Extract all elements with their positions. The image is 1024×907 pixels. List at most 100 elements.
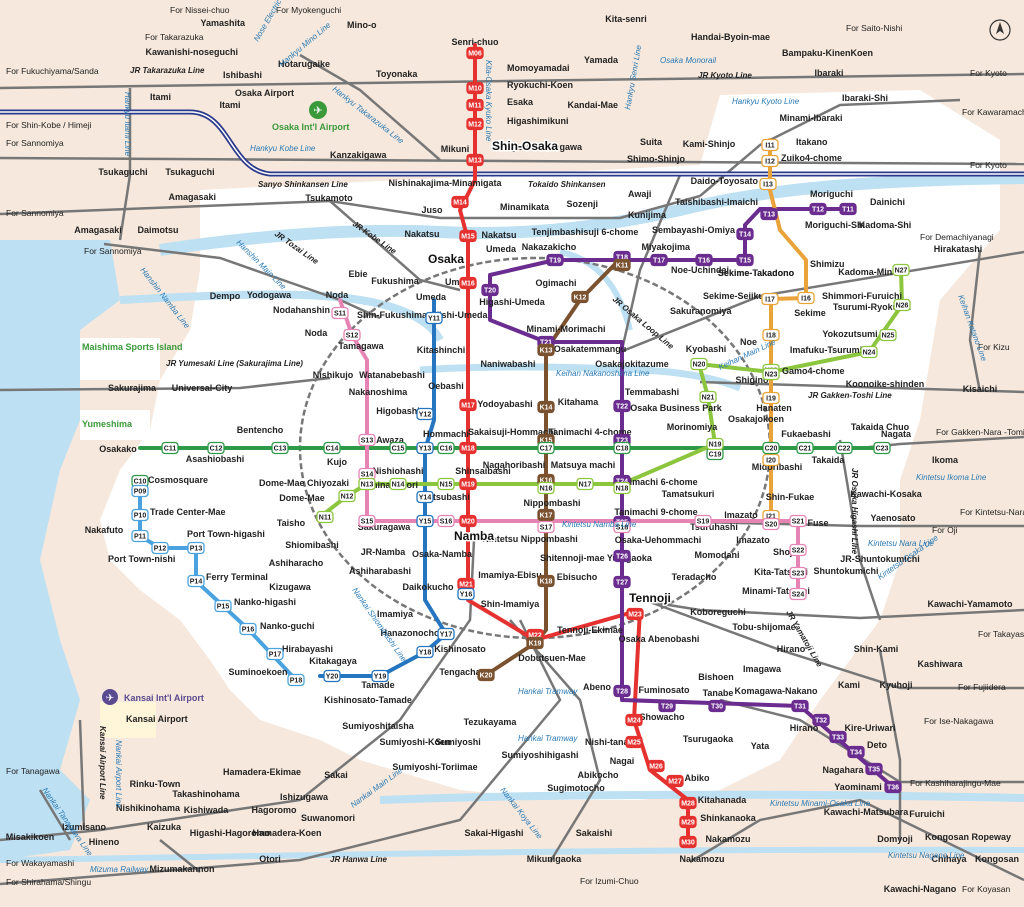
- station-code-badge: P15: [214, 599, 232, 613]
- station-label: Tamatsukuri: [662, 489, 715, 499]
- badge-box: [323, 669, 341, 683]
- nankai-tanagawa-line: [38, 789, 72, 841]
- station-label: Awaji: [628, 189, 651, 199]
- station-code-badge: T29: [658, 699, 676, 713]
- station-label: Amagasaki: [168, 192, 216, 202]
- badge-code: P10: [134, 513, 147, 520]
- station-label: Osaka Abenobashi: [619, 634, 700, 644]
- jr-yumesaki-line: [0, 376, 331, 392]
- badge-box: [839, 202, 857, 216]
- label-jr-hanwa: JR Hanwa Line: [330, 855, 387, 864]
- station-code-badge: N24: [860, 345, 878, 359]
- station-label: Tamade: [361, 680, 394, 690]
- station-label: Miyakojima: [641, 242, 691, 252]
- station-label: Ikoma: [932, 455, 959, 465]
- station-label: Hagoromo: [252, 805, 298, 815]
- station-label: Tanimachi 6-chome: [614, 477, 697, 487]
- for-tanagawa: For Tanagawa: [6, 766, 60, 776]
- station-label: Yodogawa: [247, 290, 292, 300]
- badge-code: P16: [242, 627, 255, 634]
- station-label: Kashiwara: [917, 659, 963, 669]
- station-label: Kintetsu Nippombashi: [482, 534, 578, 544]
- station-code-badge: P17: [266, 647, 284, 661]
- station-label: Minamikata: [500, 202, 550, 212]
- station-label: Bentencho: [237, 425, 284, 435]
- station-code-badge: Y15: [416, 514, 434, 528]
- badge-box: [537, 441, 555, 455]
- station-label: Nippombashi: [523, 498, 580, 508]
- badge-code: T27: [616, 580, 628, 587]
- badge-code: T11: [842, 207, 854, 214]
- for-kashiharajingu: For Kashiharajingu-Mae: [910, 778, 1001, 788]
- station-code-badge: T15: [736, 253, 754, 267]
- badge-box: [459, 229, 477, 243]
- station-label: Kanzakigawa: [330, 150, 388, 160]
- station-label: Kawachi-Matsubara: [824, 807, 910, 817]
- airplane-glyph-kansai: ✈: [106, 693, 114, 704]
- area-label-yumeshima: Yumeshima: [82, 419, 133, 429]
- badge-code: M23: [628, 612, 642, 619]
- badge-code: Y16: [460, 592, 473, 599]
- jr-kobe-line: [0, 194, 701, 220]
- badge-box: [762, 328, 780, 342]
- badge-code: S22: [792, 548, 805, 555]
- station-label: Osaka Business Park: [630, 403, 723, 413]
- station-label: Higashi-Hagoromo: [190, 828, 271, 838]
- station-label: Kawachi-Yamamoto: [927, 599, 1013, 609]
- station-code-badge: N19: [706, 437, 724, 451]
- station-label: Osaka Airport: [235, 88, 294, 98]
- station-code-badge: K12: [571, 290, 589, 304]
- station-code-badge: M10: [466, 81, 484, 95]
- badge-box: [759, 177, 777, 191]
- badge-code: Y11: [428, 316, 440, 323]
- station-code-badge: S19: [694, 514, 712, 528]
- badge-code: M27: [668, 779, 682, 786]
- badge-code: P17: [269, 652, 282, 659]
- label-kansai-airport-line: Kansai Airport Line: [98, 726, 107, 800]
- station-label: Rinku-Town: [130, 779, 181, 789]
- label-sanyo-shinkansen: Sanyo Shinkansen Line: [258, 180, 348, 189]
- badge-box: [789, 543, 807, 557]
- station-label: Ashiharabashi: [349, 566, 411, 576]
- station-label: Noda: [305, 328, 328, 338]
- badge-code: M28: [681, 801, 695, 808]
- station-label: Osakajokoen: [728, 414, 784, 424]
- badge-code: N15: [440, 482, 453, 489]
- badge-code: S20: [765, 522, 778, 529]
- station-label: Higashi-Yodogawa: [502, 142, 583, 152]
- station-label: Sekime-Seiiku: [703, 291, 764, 301]
- station-label: Sumiyoshihigashi: [501, 750, 578, 760]
- station-label: Noe-Uchindai: [671, 265, 729, 275]
- badge-box: [451, 195, 469, 209]
- station-label: Nakamozu: [679, 854, 724, 864]
- station-code-badge: M23: [626, 607, 644, 621]
- station-code-badge: I20: [762, 453, 780, 467]
- badge-box: [736, 253, 754, 267]
- station-label: Mikunigaoka: [527, 854, 583, 864]
- station-label: Tezukayama: [464, 717, 518, 727]
- station-code-badge: M20: [459, 514, 477, 528]
- for-myokenguchi: For Myokenguchi: [276, 5, 341, 15]
- badge-box: [797, 291, 815, 305]
- for-nissei: For Nissei-chuo: [170, 5, 230, 15]
- badge-code: T17: [653, 258, 665, 265]
- badge-code: C23: [876, 446, 889, 453]
- station-code-badge: T34: [847, 745, 865, 759]
- label-kita-kyu: Kita-Osaka Kyuko Line: [484, 60, 493, 142]
- station-code-badge: P12: [151, 541, 169, 555]
- station-label: Minami-Morimachi: [526, 324, 605, 334]
- station-code-badge: P18: [287, 673, 305, 687]
- badge-box: [271, 441, 289, 455]
- badge-box: [466, 46, 484, 60]
- badge-box: [796, 441, 814, 455]
- station-code-badge: I18: [762, 328, 780, 342]
- station-label: Dobutsuen-Mae: [518, 653, 586, 663]
- station-code-badge: I17: [761, 292, 779, 306]
- station-label: Mikuni: [441, 144, 470, 154]
- station-code-badge: M30: [679, 835, 697, 849]
- station-label: Higashimikuni: [507, 116, 569, 126]
- badge-box: [613, 549, 631, 563]
- station-label: Imamiya-Ebisu: [478, 570, 542, 580]
- badge-code: C18: [616, 446, 629, 453]
- badge-box: [459, 514, 477, 528]
